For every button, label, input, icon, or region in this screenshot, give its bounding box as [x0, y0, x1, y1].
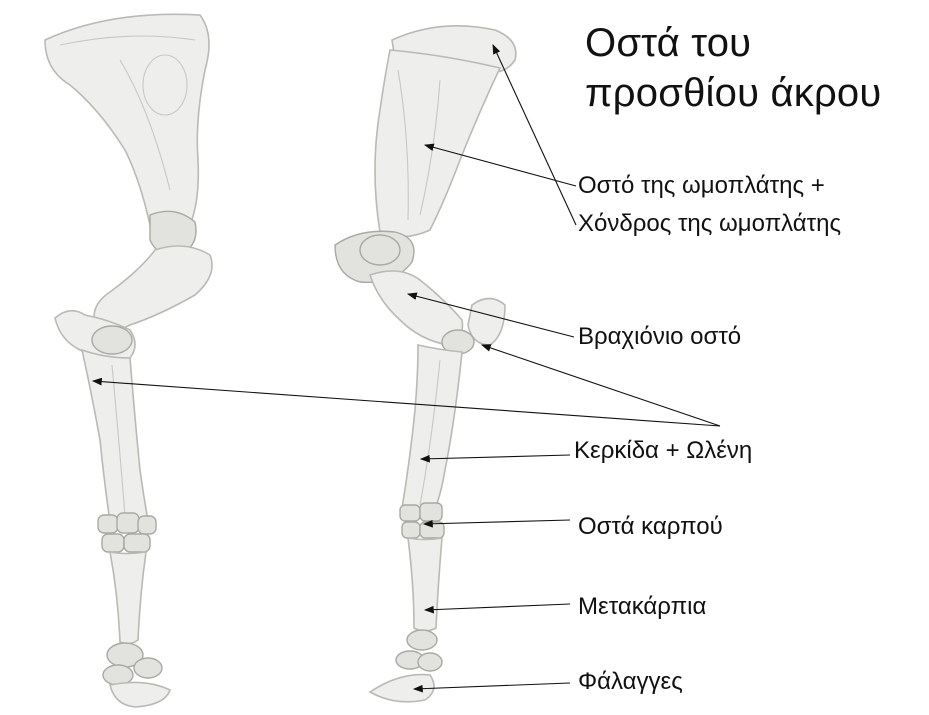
left-radius-ulna	[82, 350, 148, 525]
label-metacarpus: Μετακάρπια	[578, 592, 706, 622]
pointer-radius-ulna-left	[93, 381, 720, 426]
left-carpus	[98, 513, 156, 552]
label-phalanges: Φάλαγγες	[578, 667, 683, 697]
right-limb-illustration	[335, 26, 516, 702]
left-phalanges	[103, 643, 170, 707]
label-humerus: Βραχιόνιο οστό	[578, 322, 741, 352]
left-humerus	[94, 246, 212, 330]
left-limb-illustration	[45, 14, 212, 707]
label-carpus: Οστά καρπού	[578, 512, 723, 542]
pointer-radius-ulna-right	[482, 345, 720, 426]
pointer-carpus	[424, 520, 570, 524]
label-scapular-cartilage: Χόνδρος της ωμοπλάτης	[578, 209, 841, 239]
right-scapula	[375, 50, 500, 237]
right-phalanges	[370, 630, 442, 702]
page-title: Οστά του προσθίου άκρου	[585, 18, 925, 118]
pointer-metacarpus	[425, 604, 570, 610]
label-scapula: Οστό της ωμοπλάτης +	[578, 171, 825, 201]
pointer-scapular-cartilage	[493, 45, 576, 225]
left-metacarpus	[110, 552, 146, 644]
right-carpus	[400, 503, 444, 538]
pointer-phalanges	[414, 683, 570, 689]
label-radius-ulna: Κερκίδα + Ωλένη	[574, 436, 752, 466]
right-metacarpus	[408, 538, 442, 631]
left-scapula	[45, 14, 209, 231]
